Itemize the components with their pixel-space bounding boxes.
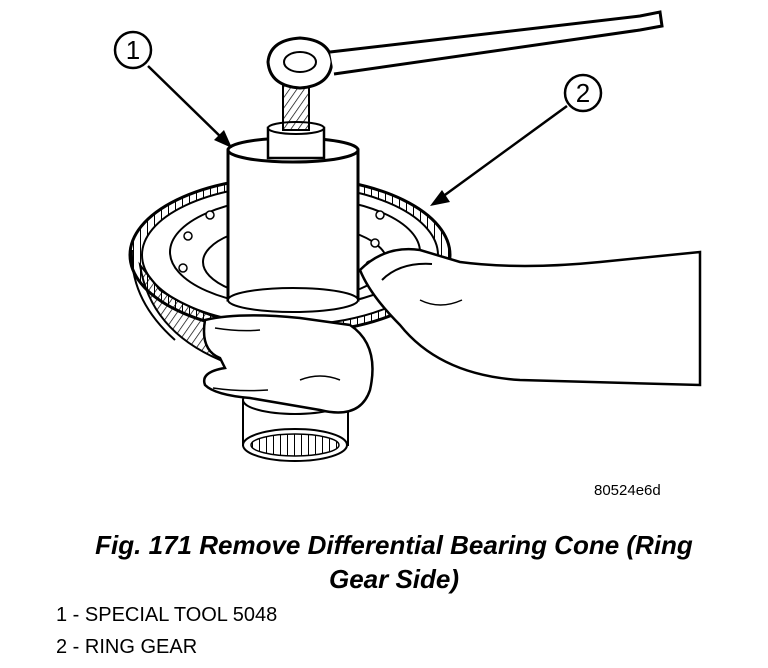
figure-caption: Fig. 171 Remove Differential Bearing Con… — [40, 528, 748, 596]
callout-1: 1 — [113, 30, 232, 148]
special-tool-5048 — [226, 10, 664, 313]
callout-1-number: 1 — [126, 35, 140, 65]
callout-2-number: 2 — [576, 78, 590, 108]
caption-line-2: Gear Side) — [328, 564, 460, 594]
left-hand — [202, 314, 374, 414]
legend-item-2: 2 - RING GEAR — [56, 636, 198, 658]
callout-2: 2 — [430, 73, 603, 206]
right-hand — [358, 248, 702, 387]
caption-line-1: Fig. 171 Remove Differential Bearing Con… — [95, 530, 693, 560]
legend-item-1: 1 - SPECIAL TOOL 5048 — [56, 604, 278, 626]
bearing-removal-illustration: 1 2 — [113, 10, 702, 462]
figure-id: 80524e6d — [594, 482, 661, 499]
